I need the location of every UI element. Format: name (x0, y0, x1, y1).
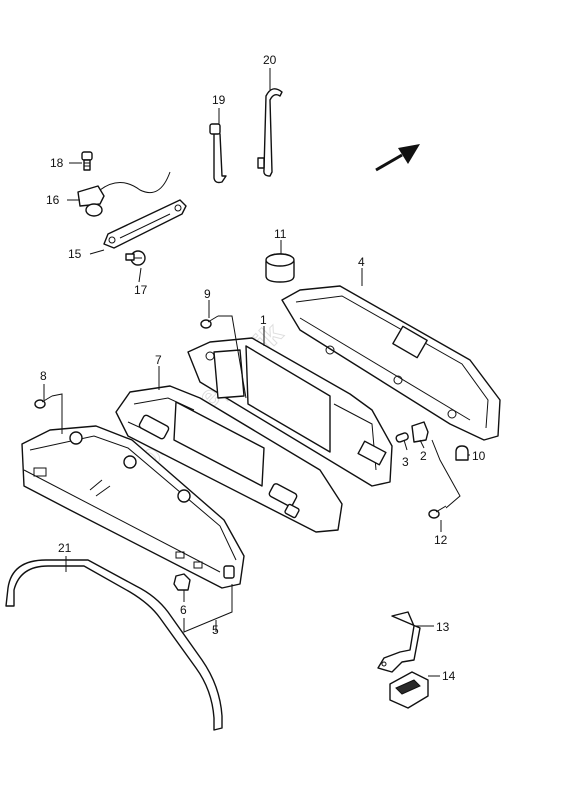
part-21-wire (5, 559, 223, 731)
label-15: 15 (68, 247, 82, 261)
label-12: 12 (434, 533, 448, 547)
part-2-socket (411, 421, 429, 443)
part-20-bracket (257, 88, 283, 177)
part-8-screw (34, 395, 53, 409)
label-1: 1 (260, 313, 267, 327)
label-13: 13 (436, 620, 450, 634)
label-19: 19 (212, 93, 226, 107)
label-21: 21 (58, 541, 72, 555)
part-12-screw (428, 505, 447, 519)
part-16-sensor (77, 171, 171, 217)
label-8: 8 (40, 369, 47, 383)
label-6: 6 (180, 603, 187, 617)
label-5: 5 (212, 623, 219, 637)
label-2: 2 (420, 449, 427, 463)
part-6-nut (173, 573, 191, 591)
direction-arrow-icon (375, 144, 420, 172)
part-19-bracket (209, 123, 227, 184)
part-18-screw (81, 151, 93, 171)
leader-lines (43, 68, 470, 677)
label-14: 14 (442, 669, 456, 683)
label-16: 16 (46, 193, 60, 207)
part-10-cap (455, 445, 469, 461)
part-3-bulb (395, 432, 409, 443)
label-7: 7 (155, 353, 162, 367)
part-13-bracket (377, 611, 421, 673)
label-10: 10 (472, 449, 486, 463)
label-11: 11 (274, 227, 287, 241)
label-20: 20 (263, 53, 277, 67)
part-5-front-cover (21, 425, 245, 589)
part-4-rear-case (281, 285, 501, 441)
part-17-screw (125, 250, 146, 266)
part-1-housing (187, 337, 393, 487)
label-4: 4 (358, 255, 365, 269)
label-18: 18 (50, 156, 64, 170)
part-11-grommet (265, 253, 295, 283)
part-9-screw (200, 315, 219, 329)
part-15-plate (103, 199, 187, 249)
label-17: 17 (134, 283, 148, 297)
part-labels: 1 2 3 4 5 6 7 8 9 10 11 12 13 14 15 16 1… (40, 53, 486, 683)
part-14-connector (389, 671, 429, 709)
part-7-face-plate (115, 385, 343, 533)
label-9: 9 (204, 287, 211, 301)
label-3: 3 (402, 455, 409, 469)
